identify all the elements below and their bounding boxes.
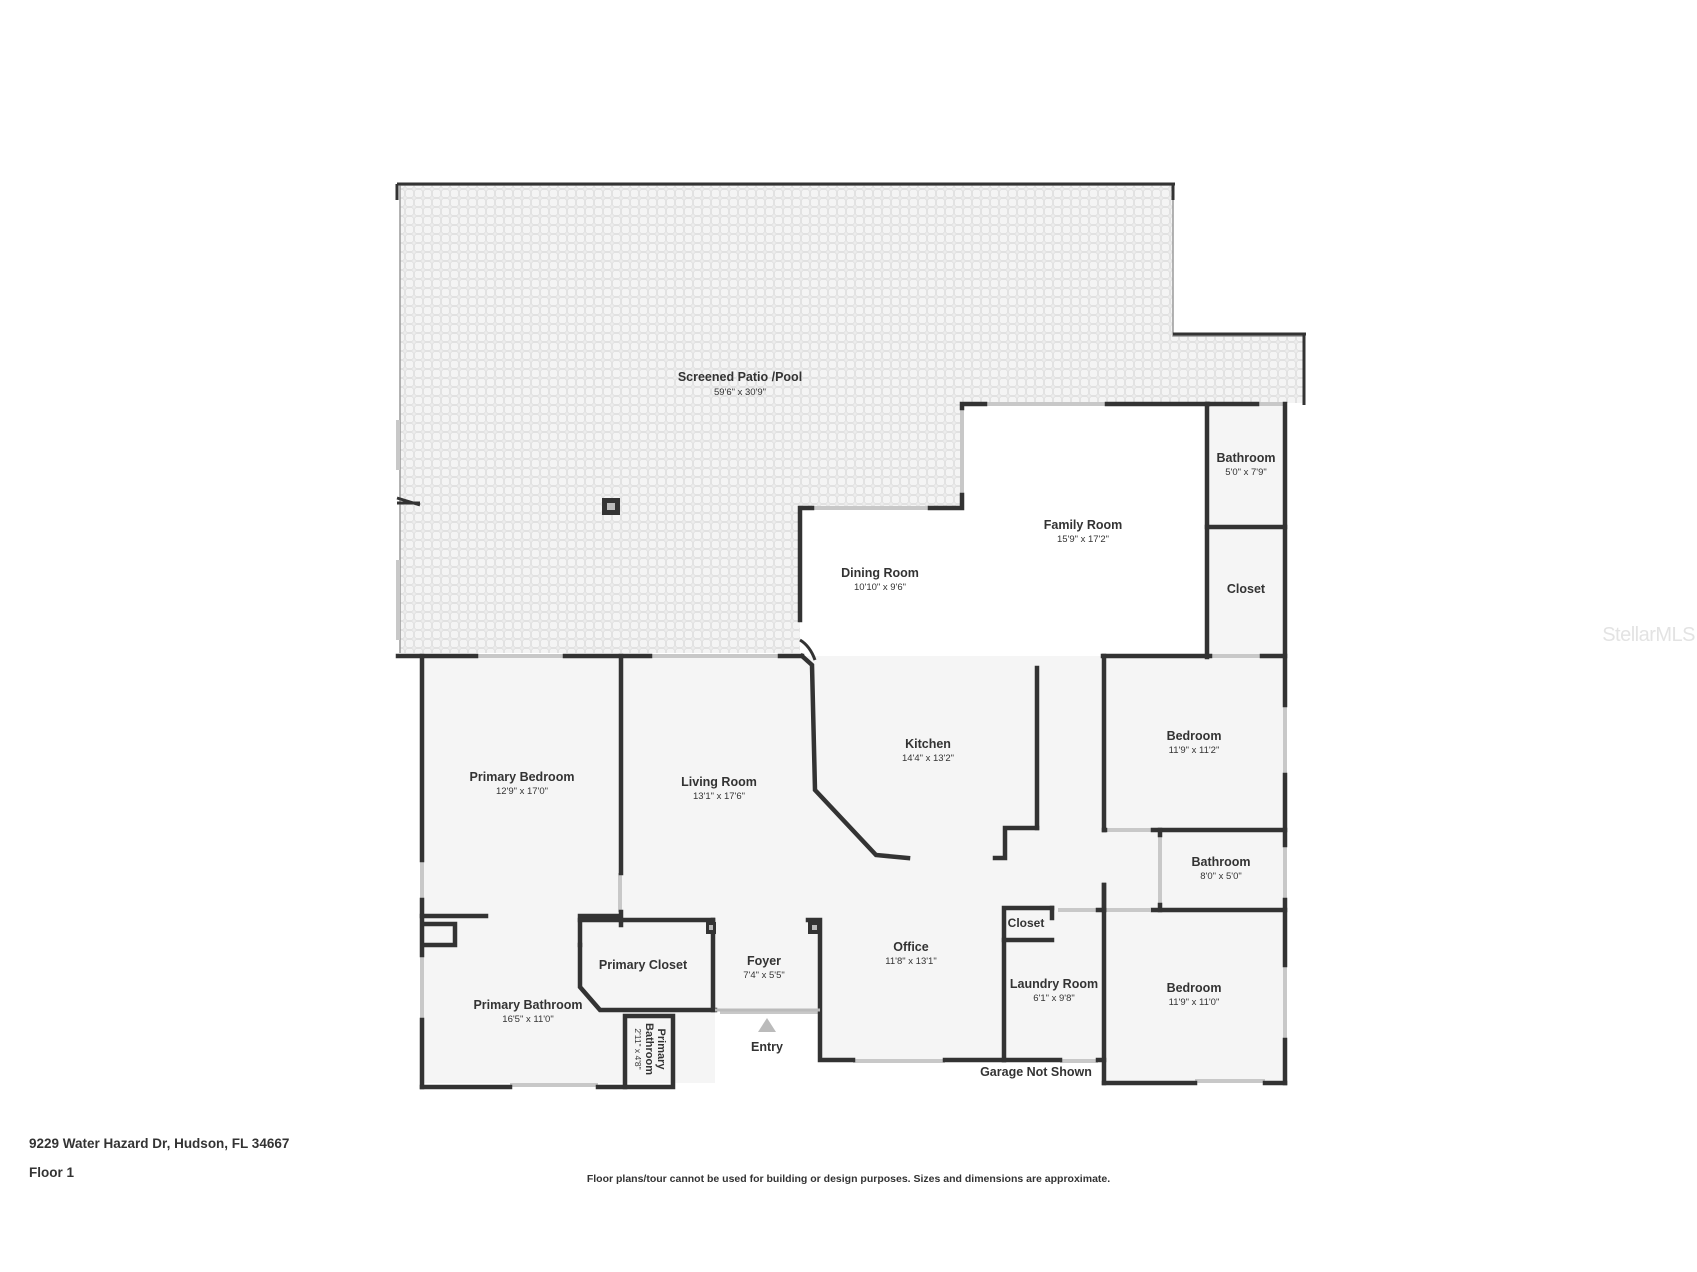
family-room-dims: 15'9" x 17'2" [1057, 534, 1109, 545]
property-address: 9229 Water Hazard Dr, Hudson, FL 34667 [29, 1136, 290, 1151]
living-room-dims: 13'1" x 17'6" [693, 791, 745, 802]
laundry-room-dims: 6'1" x 9'8" [1033, 993, 1075, 1004]
door-arc [799, 638, 817, 661]
bathroom-top-name: Bathroom [1216, 451, 1275, 465]
primary-bathroom-small-name-2: Bathroom [643, 1023, 655, 1075]
entry-label: Entry [751, 1040, 783, 1054]
primary-bathroom-small-label: Primary Bathroom 2'11" x 4'8" [633, 1023, 667, 1075]
patio-column-inner [607, 503, 615, 510]
dining-room-dims: 10'10" x 9'6" [854, 582, 906, 593]
laundry-room-name: Laundry Room [1010, 977, 1098, 991]
dining-room-name: Dining Room [841, 566, 919, 580]
living-room-name: Living Room [681, 775, 757, 789]
foyer-dims: 7'4" x 5'5" [743, 970, 785, 981]
primary-bedroom-dims: 12'9" x 17'0" [496, 786, 548, 797]
interior-floor [422, 403, 1285, 1083]
floor-label: Floor 1 [29, 1165, 75, 1180]
foyer-post-right-inner [812, 925, 817, 930]
family-room-name: Family Room [1044, 518, 1123, 532]
bedroom-lower-dims: 11'9" x 11'0" [1169, 997, 1220, 1008]
kitchen-dims: 14'4" x 13'2" [902, 753, 954, 764]
walls [395, 401, 1288, 1090]
primary-closet-name: Primary Closet [599, 958, 688, 972]
primary-bathroom-dims: 16'5" x 11'0" [502, 1014, 553, 1025]
disclaimer: Floor plans/tour cannot be used for buil… [586, 1173, 1111, 1185]
bedroom-upper-dims: 11'9" x 11'2" [1169, 745, 1220, 756]
patio-name: Screened Patio /Pool [678, 370, 802, 384]
bedroom-upper-name: Bedroom [1167, 729, 1222, 743]
bathroom-top-dims: 5'0" x 7'9" [1225, 467, 1267, 478]
primary-bathroom-small-dims: 2'11" x 4'8" [633, 1028, 643, 1069]
watermark-logo: StellarMLS [1602, 624, 1695, 646]
patio-frame [395, 182, 1306, 507]
primary-bathroom-name: Primary Bathroom [473, 998, 582, 1012]
kitchen-name: Kitchen [905, 737, 951, 751]
office-name: Office [893, 940, 928, 954]
garage-label: Garage Not Shown [980, 1065, 1092, 1079]
bedroom-lower-name: Bedroom [1167, 981, 1222, 995]
patio-dims: 59'6" x 30'9" [714, 387, 766, 398]
patio-floor [400, 185, 1304, 653]
closet-right-name: Closet [1227, 582, 1266, 596]
bathroom-mid-dims: 8'0" x 5'0" [1200, 871, 1242, 882]
windows [396, 402, 1287, 1087]
foyer-name: Foyer [747, 954, 781, 968]
bathroom-mid-name: Bathroom [1191, 855, 1250, 869]
entry-arrow-icon [758, 1018, 776, 1032]
foyer-post-left-inner [709, 925, 713, 930]
closet-laundry-name: Closet [1008, 916, 1045, 930]
office-dims: 11'8" x 13'1" [885, 956, 936, 967]
primary-bathroom-small-name-1: Primary [655, 1029, 667, 1071]
primary-bedroom-name: Primary Bedroom [470, 770, 575, 784]
